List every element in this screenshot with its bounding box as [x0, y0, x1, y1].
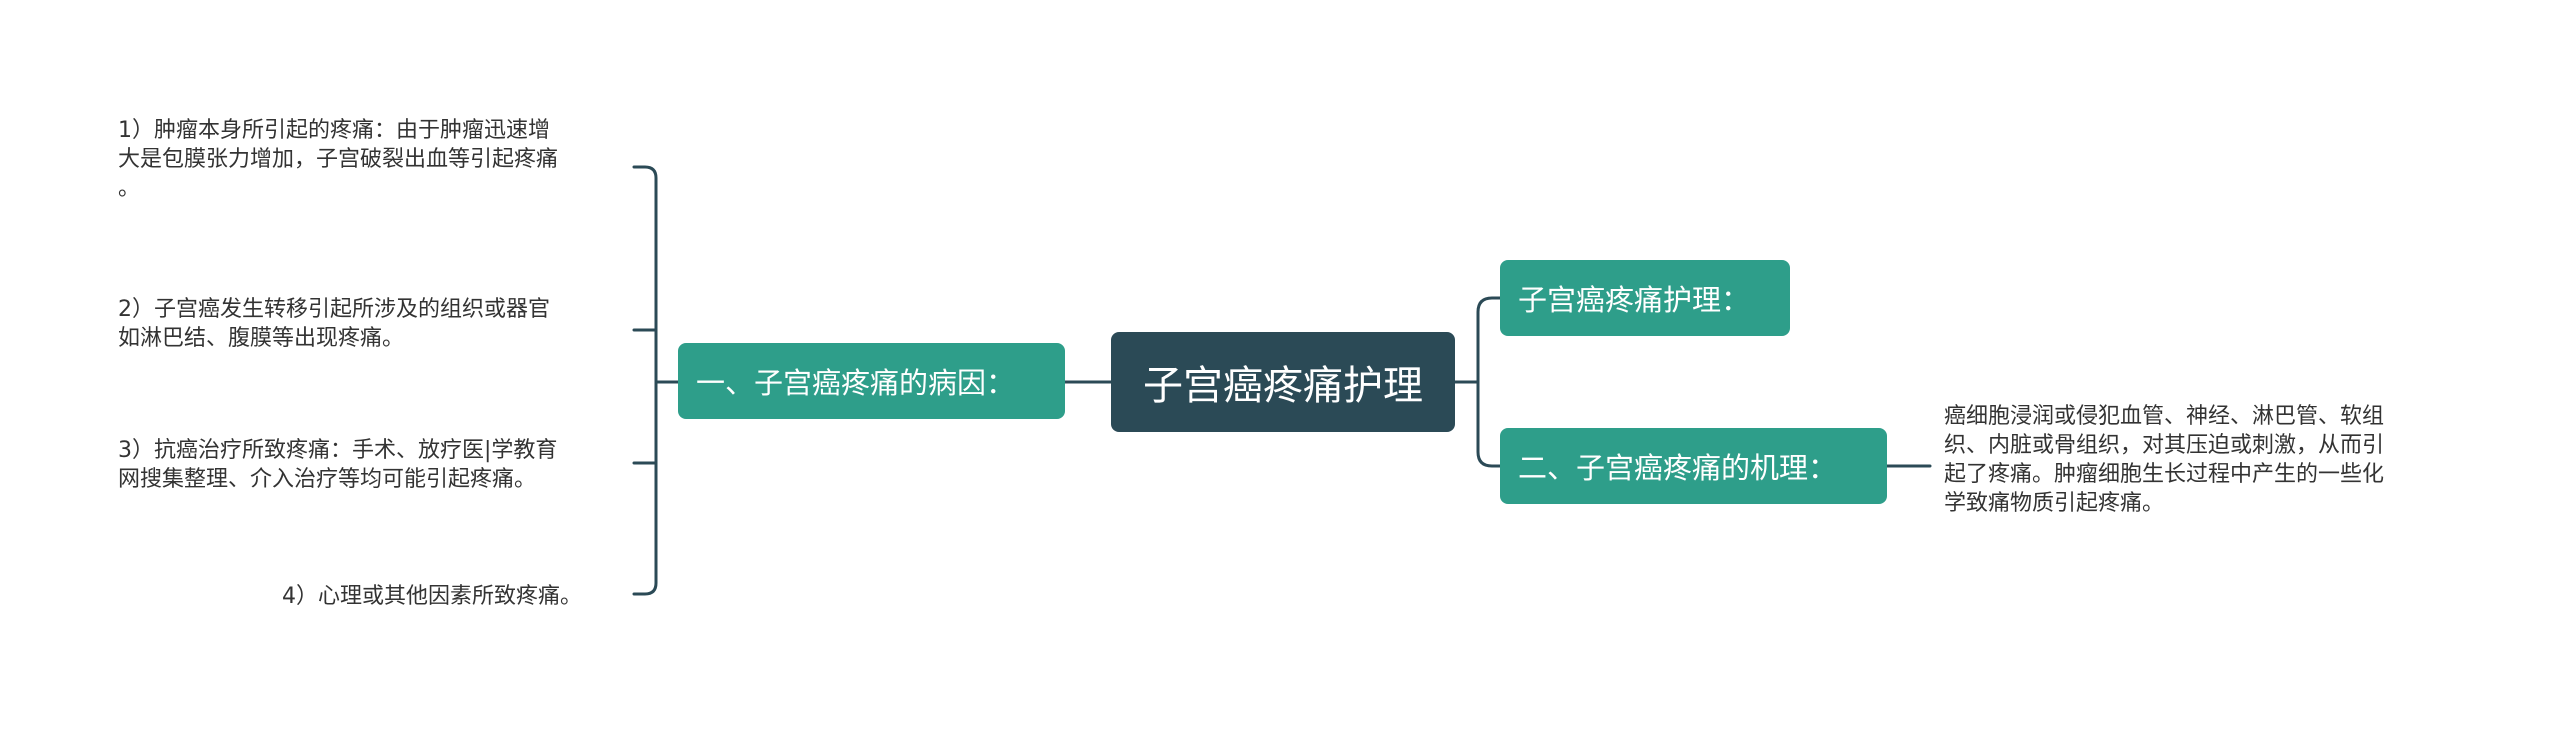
root-label: 子宫癌疼痛护理	[1143, 363, 1423, 409]
leaf-line: 网搜集整理、介入治疗等均可能引起疼痛。	[118, 467, 537, 492]
branch-nursing-label: 子宫癌疼痛护理：	[1518, 283, 1751, 317]
branch-causes[interactable]: 一、子宫癌疼痛的病因：	[678, 343, 1065, 419]
leaf-line: 1）肿瘤本身所引起的疼痛：由于肿瘤迅速增	[118, 118, 550, 143]
leaf-line: 3）抗癌治疗所致疼痛：手术、放疗医|学教育	[118, 438, 558, 463]
leaf-line: 2）子宫癌发生转移引起所涉及的组织或器官	[118, 297, 550, 322]
leaf-cause-treatment[interactable]: 3）抗癌治疗所致疼痛：手术、放疗医|学教育 网搜集整理、介入治疗等均可能引起疼痛…	[118, 436, 557, 494]
leaf-line: 。	[118, 176, 141, 201]
branch-nursing[interactable]: 子宫癌疼痛护理：	[1500, 260, 1790, 336]
leaf-cause-tumor[interactable]: 1）肿瘤本身所引起的疼痛：由于肿瘤迅速增 大是包膜张力增加，子宫破裂出血等引起疼…	[118, 116, 558, 203]
leaf-line: 织、内脏或骨组织，对其压迫或刺激，从而引	[1944, 433, 2385, 458]
root-node[interactable]: 子宫癌疼痛护理	[1111, 332, 1455, 432]
leaf-line: 癌细胞浸润或侵犯血管、神经、淋巴管、软组	[1944, 404, 2385, 429]
leaf-line: 学致痛物质引起疼痛。	[1944, 491, 2165, 516]
connector-left-bracket	[632, 165, 658, 596]
leaf-mechanism-detail[interactable]: 癌细胞浸润或侵犯血管、神经、淋巴管、软组 织、内脏或骨组织，对其压迫或刺激，从而…	[1944, 402, 2384, 518]
leaf-cause-psychological[interactable]: 4）心理或其他因素所致疼痛。	[282, 582, 582, 611]
leaf-cause-metastasis[interactable]: 2）子宫癌发生转移引起所涉及的组织或器官 如淋巴结、腹膜等出现疼痛。	[118, 295, 550, 353]
leaf-line: 大是包膜张力增加，子宫破裂出血等引起疼痛	[118, 147, 559, 172]
branch-mechanism-label: 二、子宫癌疼痛的机理：	[1518, 451, 1838, 485]
branch-mechanism[interactable]: 二、子宫癌疼痛的机理：	[1500, 428, 1887, 504]
connector-right-bracket	[1476, 296, 1502, 468]
leaf-line: 如淋巴结、腹膜等出现疼痛。	[118, 326, 405, 351]
leaf-line: 起了疼痛。肿瘤细胞生长过程中产生的一些化	[1944, 462, 2385, 487]
branch-causes-label: 一、子宫癌疼痛的病因：	[696, 366, 1016, 400]
leaf-line: 4）心理或其他因素所致疼痛。	[282, 584, 582, 609]
